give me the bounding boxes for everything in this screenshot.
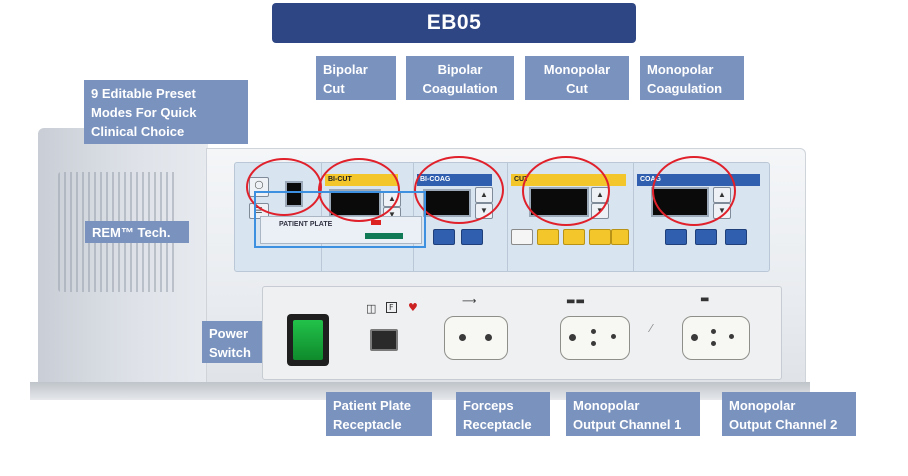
patient-plate-indicator: PATIENT PLATE	[260, 216, 422, 244]
cut-blend2-button[interactable]	[589, 229, 611, 245]
patient-plate-alarm-light	[371, 220, 381, 225]
forceps-symbol-icon: ⟶	[462, 296, 477, 307]
coag-forced-button[interactable]	[695, 229, 717, 245]
patient-plate-receptacle[interactable]	[370, 329, 398, 351]
monopolar-channel-1-receptacle[interactable]	[560, 316, 630, 360]
monopolar-coag-highlight-ellipse	[652, 156, 736, 226]
coag-spray-button[interactable]	[725, 229, 747, 245]
forceps-receptacle[interactable]	[444, 316, 508, 360]
monitor-symbol-icon: ◫	[366, 302, 377, 315]
f-type-symbol-icon: F	[386, 302, 397, 313]
handpiece-2-symbol-icon: ▬	[700, 294, 710, 305]
callout-rem-tech: REM™ Tech.	[85, 221, 189, 243]
bipolar-cut-highlight-ellipse	[318, 158, 400, 222]
patient-plate-status-bar	[365, 233, 403, 239]
cut-blend3-button[interactable]	[611, 229, 629, 245]
bi-coag-mode1-button[interactable]	[433, 229, 455, 245]
coag-soft-button[interactable]	[665, 229, 687, 245]
power-rocker[interactable]	[293, 320, 323, 360]
monopolar-channel-2-receptacle[interactable]	[682, 316, 750, 360]
defib-proof-heart-icon: ♥	[408, 301, 418, 314]
bipolar-coag-highlight-ellipse	[414, 156, 504, 224]
handpiece-symbol-icon: ▬▬	[566, 296, 585, 307]
patient-plate-label: PATIENT PLATE	[279, 221, 333, 228]
cut-blend1-button[interactable]	[563, 229, 585, 245]
cut-normal-button[interactable]	[511, 229, 533, 245]
lightning-symbol-icon: ⁄	[650, 322, 652, 335]
cut-pure-button[interactable]	[537, 229, 559, 245]
bi-coag-mode2-button[interactable]	[461, 229, 483, 245]
rem-highlight-box	[254, 191, 426, 248]
device-title-banner: EB05	[272, 3, 636, 43]
monopolar-cut-highlight-ellipse	[522, 156, 610, 226]
